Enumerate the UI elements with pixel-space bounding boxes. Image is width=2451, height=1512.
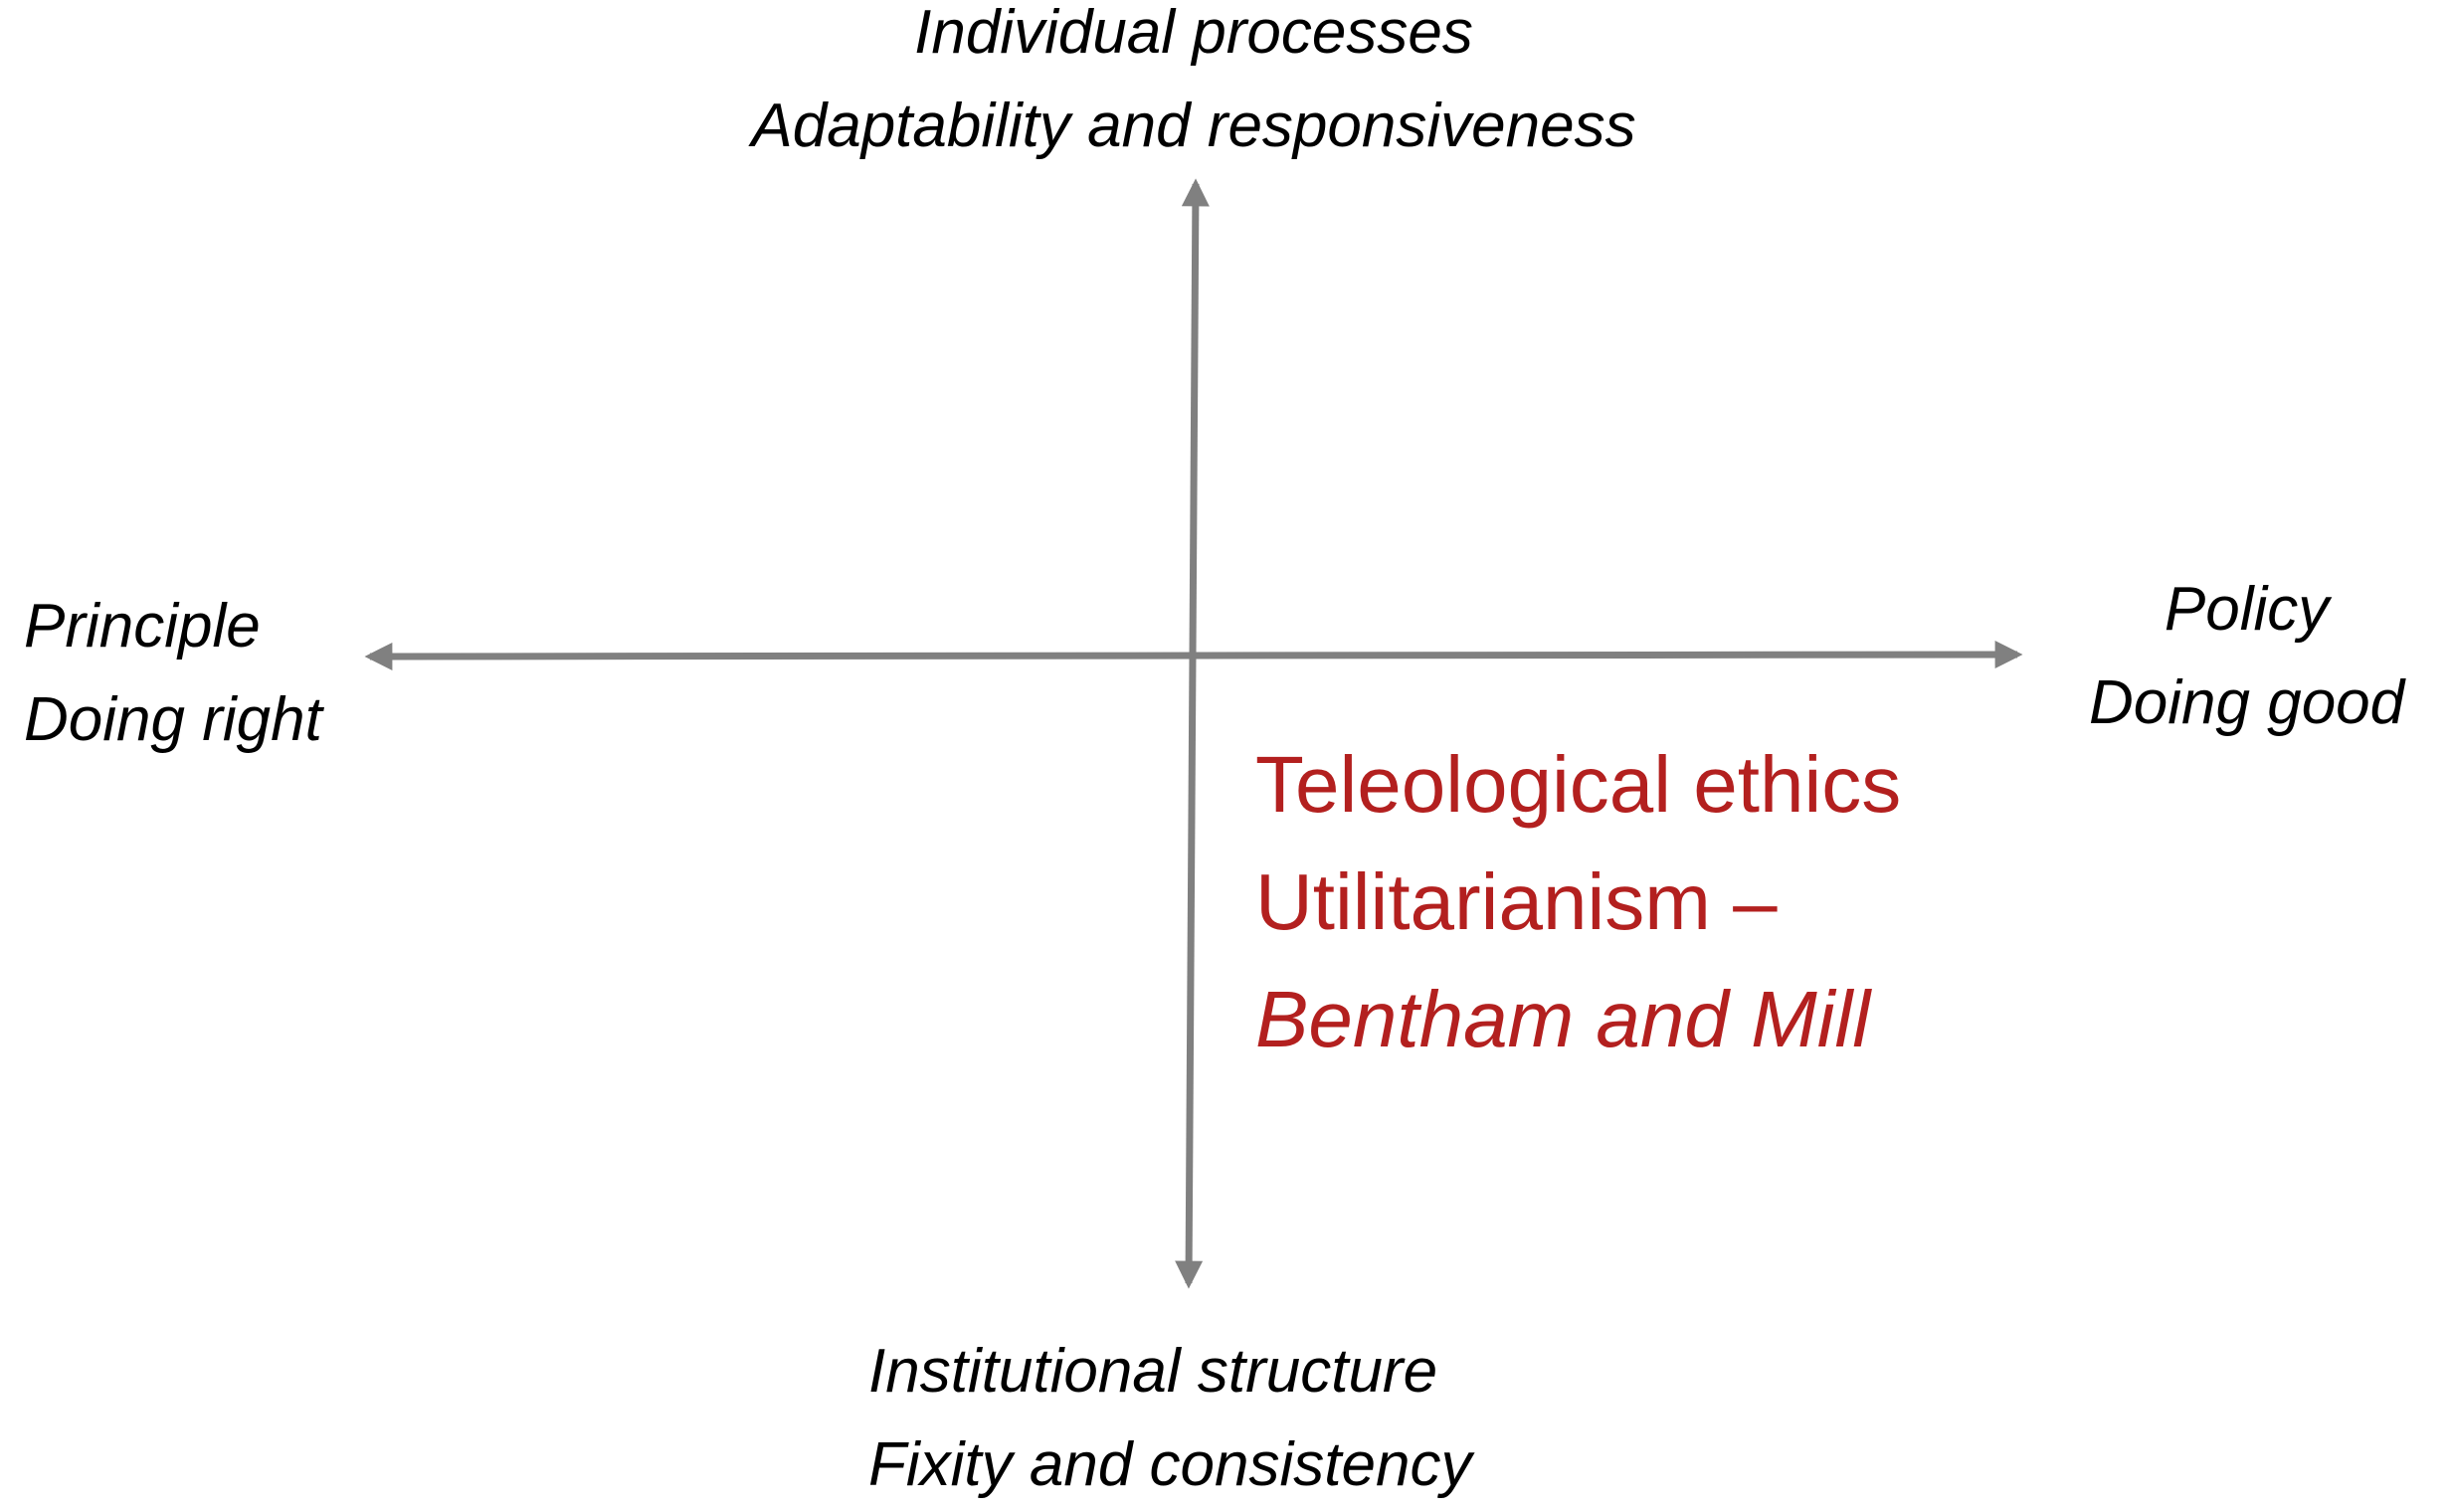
right-axis-label-line1: Policy	[2164, 575, 2330, 644]
top-axis-label-line1: Individual processes	[914, 0, 1473, 67]
bottom-axis-label-line2: Fixity and consistency	[868, 1430, 1472, 1499]
vertical-axis	[1175, 178, 1210, 1289]
quadrant-subtitle: Utilitarianism – Bentham and Mill	[1255, 844, 1901, 1078]
horizontal-axis	[364, 641, 2023, 670]
bottom-axis-label: Institutional structure Fixity and consi…	[868, 1325, 1471, 1512]
left-axis-label-line1: Principle	[24, 592, 261, 661]
bottom-axis-label-line1: Institutional structure	[868, 1337, 1438, 1406]
left-axis-label: Principle Doing right	[24, 580, 322, 767]
quadrant-annotation: Teleological ethics Utilitarianism – Ben…	[1255, 726, 1901, 1078]
right-axis-label: Policy Doing good	[2089, 563, 2404, 750]
top-axis-label-line2: Adaptability and responsiveness	[751, 92, 1636, 160]
top-axis-label: Individual processes Adaptability and re…	[0, 0, 2387, 173]
right-axis-label-line2: Doing good	[2089, 668, 2405, 737]
quadrant-subtitle-regular: Utilitarianism –	[1255, 857, 1778, 946]
left-axis-label-line2: Doing right	[24, 685, 322, 754]
quadrant-title: Teleological ethics	[1255, 740, 1902, 829]
quadrant-subtitle-italic: Bentham and Mill	[1255, 975, 1871, 1063]
